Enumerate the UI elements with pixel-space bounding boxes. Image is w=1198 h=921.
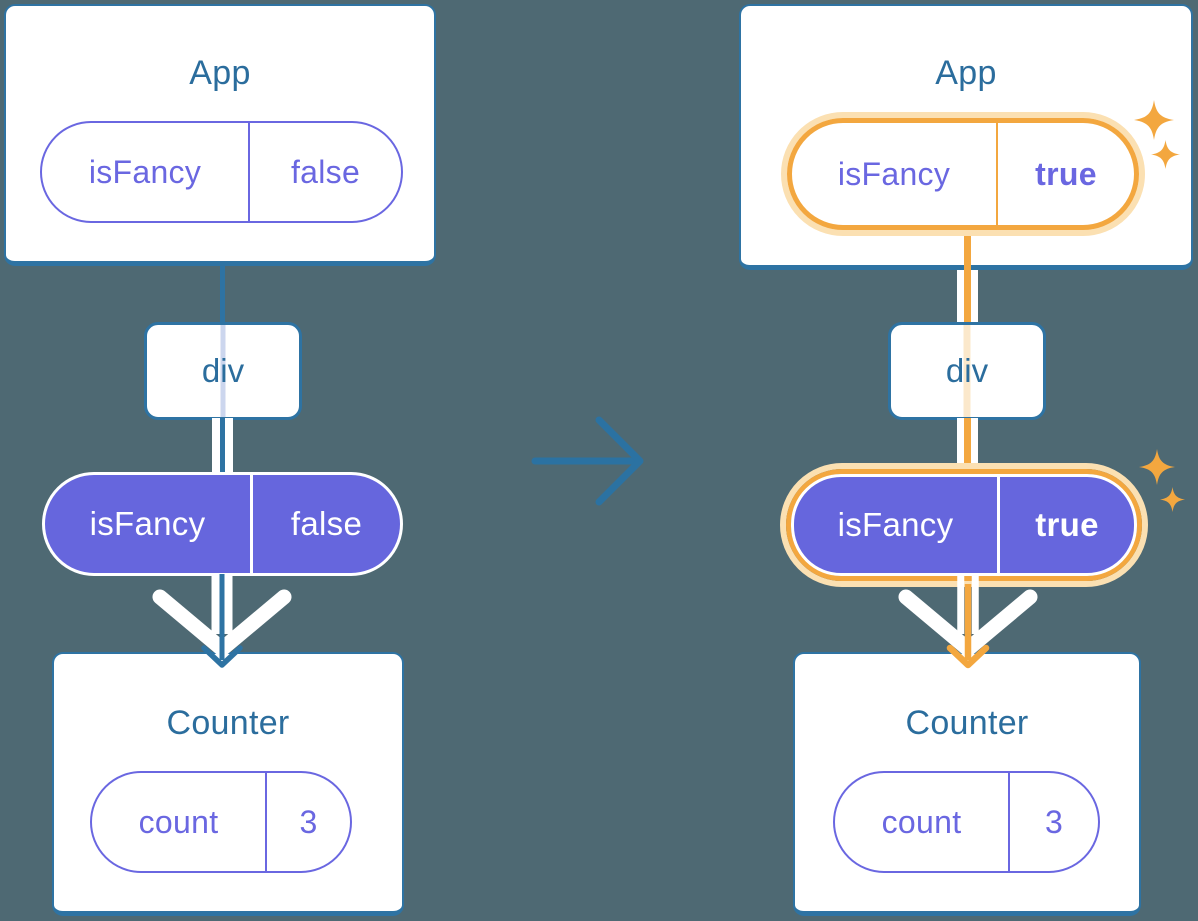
transition-arrow-icon	[531, 416, 644, 506]
div-node: div	[144, 322, 302, 420]
sparkle-icon	[1160, 487, 1185, 512]
state-value: 3	[299, 803, 318, 840]
state-value: 3	[1044, 803, 1064, 840]
passed-prop-pill-highlighted: isFancy true	[780, 463, 1148, 587]
app-card-title: App	[935, 54, 997, 92]
prop-pill-highlighted: isFancy true	[781, 112, 1145, 236]
state-pill: count 3	[833, 771, 1100, 873]
passed-prop-pill: isFancy false	[42, 472, 403, 576]
sparkle-icon	[1151, 140, 1180, 169]
div-node: div	[888, 322, 1046, 420]
prop-value: true	[1035, 155, 1097, 192]
div-node-label: div	[201, 352, 245, 389]
state-name: count	[835, 773, 1010, 871]
tree-edge-through-div	[220, 325, 226, 417]
app-card-title: App	[189, 54, 251, 92]
prop-pill: isFancy false	[40, 121, 403, 223]
prop-flow-connector-icon	[152, 574, 292, 668]
sparkle-icon	[1134, 100, 1174, 140]
div-node-label: div	[945, 352, 989, 389]
state-pill: count 3	[90, 771, 352, 873]
prop-value: true	[1035, 506, 1099, 543]
state-name: count	[92, 773, 267, 871]
prop-flow-connector-icon	[898, 574, 1038, 669]
sparkle-icon	[1139, 449, 1175, 485]
prop-flow-line	[963, 234, 971, 270]
prop-value: false	[290, 153, 361, 190]
prop-name: isFancy	[42, 123, 250, 221]
tree-edge-app-div	[219, 264, 225, 324]
prop-pipe	[211, 418, 233, 474]
prop-name: isFancy	[45, 475, 253, 573]
prop-pipe	[956, 270, 978, 323]
prop-name: isFancy	[794, 477, 1000, 573]
prop-value: false	[290, 505, 363, 542]
prop-flow-through-div	[963, 325, 971, 417]
counter-card-title: Counter	[166, 704, 290, 742]
prop-name: isFancy	[792, 123, 998, 225]
prop-pipe	[956, 418, 978, 465]
counter-card-title: Counter	[905, 704, 1029, 742]
